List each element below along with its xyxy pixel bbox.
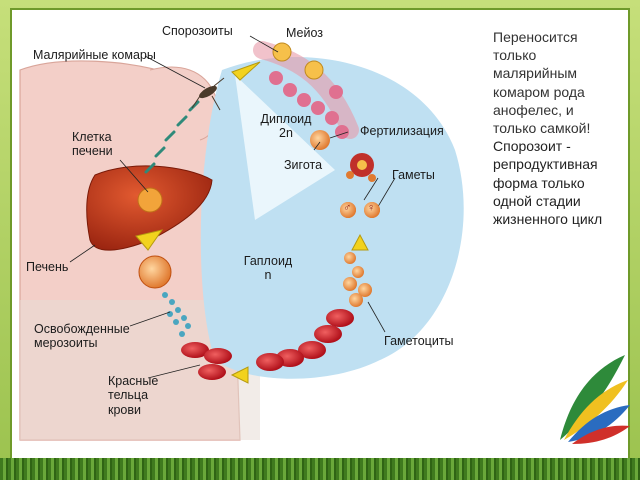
label-merozoites: Освобожденные мерозоиты <box>34 322 130 351</box>
label-liver-cell: Клетка печени <box>72 130 113 159</box>
label-gametocytes: Гаметоциты <box>384 334 454 348</box>
side-description: Переносится только малярийным комаром ро… <box>493 28 611 228</box>
leaf-decoration-icon <box>560 355 630 444</box>
label-sporozoites: Спорозоиты <box>162 24 233 38</box>
male-symbol: ♂ <box>343 202 352 214</box>
label-fertilization: Фертилизация <box>360 124 444 138</box>
label-diploid: Диплоид 2n <box>256 112 316 141</box>
label-pointers <box>69 35 396 379</box>
label-mosquitoes: Малярийные комары <box>33 48 156 62</box>
label-rbc-line2: тельца <box>108 388 149 403</box>
label-gametes: Гаметы <box>392 168 435 182</box>
side-text-vector: Переносится только малярийным комаром ро… <box>493 29 591 136</box>
label-merozoites-line2: мерозоиты <box>34 336 98 351</box>
gamete-symbols <box>340 202 380 218</box>
label-diploid-n: 2n <box>279 126 293 141</box>
label-haploid: Гаплоид n <box>238 254 298 283</box>
label-diploid-word: Диплоид <box>260 112 312 126</box>
label-liver-cell-line2: печени <box>72 144 113 159</box>
label-rbc-line1: Красные <box>108 374 159 388</box>
meiosis-chain <box>253 41 359 139</box>
label-liver: Печень <box>26 260 69 274</box>
label-haploid-n: n <box>264 268 272 283</box>
red-blood-cells <box>181 342 232 380</box>
merozoite-release <box>138 255 191 337</box>
female-symbol: ♀ <box>367 202 376 214</box>
cycle-region <box>200 56 464 379</box>
grass-decoration <box>0 458 640 480</box>
mosquito-icon <box>191 77 225 111</box>
liver <box>86 165 213 251</box>
sporozoite-path <box>144 100 200 174</box>
label-meiosis: Мейоз <box>286 26 324 40</box>
cycle-arrows <box>135 61 369 384</box>
label-liver-cell-line1: Клетка <box>72 130 112 144</box>
label-haploid-word: Гаплоид <box>243 254 293 268</box>
label-rbc-line3: крови <box>108 402 141 417</box>
side-text-sporozoite: Спорозоит - репродуктивная форма только … <box>493 138 603 227</box>
label-merozoites-line1: Освобожденные <box>34 322 130 336</box>
label-red-blood-cells: Красные тельца крови <box>108 374 158 417</box>
gametocyte-chain <box>256 252 372 371</box>
label-zygote: Зигота <box>284 158 323 172</box>
